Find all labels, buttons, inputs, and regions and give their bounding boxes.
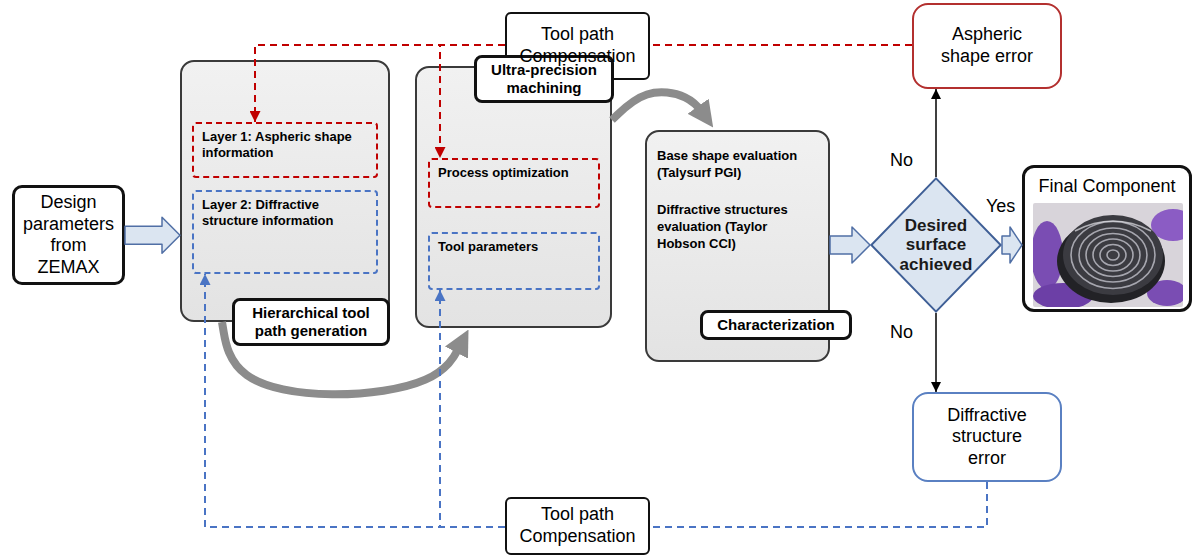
decision-arrow (935, 313, 937, 392)
layer-box: Layer 2: Diffractive structure informati… (192, 190, 378, 274)
stage-panel: Hierarchical tool path generationLayer 1… (180, 60, 390, 322)
decision-arrow (935, 89, 937, 177)
edge-label-patch: No (888, 150, 915, 171)
node-text: Desired surface achieved (892, 216, 980, 275)
edge-label: No (890, 322, 913, 343)
feedback-arrow (440, 290, 505, 527)
diffractive-rings (1071, 222, 1155, 289)
connectors (125, 45, 1022, 527)
edge-label-patch: No (888, 322, 915, 343)
stage-panel: Ultra-precision machiningProcess optimiz… (415, 66, 612, 328)
edge-label-patch: Yes (984, 196, 1017, 217)
label-tab: Characterization (700, 310, 852, 340)
highlight (1075, 221, 1151, 231)
block-arrow (125, 217, 180, 253)
flow-arc (612, 92, 705, 120)
feedback-line (650, 482, 987, 527)
node-text: Base shape evaluation (Talysurf PGI) (657, 148, 818, 182)
lens-face (1063, 215, 1163, 295)
input-box: Design parameters from ZEMAX (12, 185, 125, 285)
stage-title: Characterization (709, 316, 843, 334)
block-arrow (830, 227, 870, 263)
feedback-line (650, 44, 912, 46)
block-arrow (1002, 227, 1022, 263)
error-box: Diffractive structure error (912, 392, 1062, 482)
node-text: Aspheric shape error (934, 24, 1040, 67)
node-text: Tool path Compensation (513, 504, 642, 547)
output-box: Final Component (1022, 165, 1192, 312)
node-text: Layer 1: Aspheric shape information (202, 129, 368, 162)
feedback-arrow (255, 45, 505, 122)
stage-title: Ultra-precision machining (483, 61, 605, 97)
parameter-box: Tool parameters (428, 232, 600, 290)
feedback-arrow (440, 45, 505, 158)
edge-label: Yes (986, 196, 1015, 217)
stage-title: Hierarchical tool path generation (241, 304, 381, 340)
error-box: Aspheric shape error (912, 3, 1062, 89)
component-photo (1033, 203, 1183, 307)
node-text: Layer 2: Diffractive structure informati… (202, 197, 368, 230)
layer-box: Layer 1: Aspheric shape information (192, 122, 378, 178)
feedback-arrow (205, 274, 505, 527)
flow-arc (222, 322, 462, 394)
node-text: Final Component (1038, 176, 1175, 198)
label-tab: Hierarchical tool path generation (232, 298, 390, 346)
node-text: Tool parameters (438, 239, 590, 255)
parameter-box: Process optimization (428, 158, 600, 208)
compensation-box: Tool path Compensation (505, 497, 650, 555)
diamond-outline (871, 178, 1000, 311)
decision-diamond: Desired surface achieved (870, 177, 1002, 313)
node-text: Design parameters from ZEMAX (21, 192, 116, 278)
node-text: Tool path Compensation (513, 24, 642, 67)
node-text: Process optimization (438, 165, 590, 181)
node-text: Diffractive structure error (934, 405, 1040, 470)
node-text: Diffractive structures evaluation (Taylo… (657, 202, 818, 253)
edge-label: No (890, 150, 913, 171)
stage-panel: Base shape evaluation (Talysurf PGI) Diff… (645, 130, 830, 362)
